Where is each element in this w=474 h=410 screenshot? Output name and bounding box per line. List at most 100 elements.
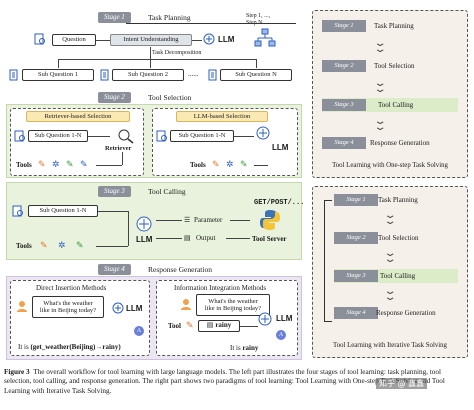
right1-stage4-label: Response Generation [370, 139, 430, 147]
direct-frame [10, 280, 150, 356]
rainy-value: rainy [215, 321, 232, 330]
sub-question-2: Sub Question 2 [112, 69, 184, 81]
wrench-icon: ✎ [80, 159, 88, 169]
right2-stage1-tag: Stage 1 [334, 194, 378, 206]
right2-stage4-tag: Stage 4 [334, 307, 378, 319]
tool-server-label: Tool Server [252, 235, 287, 243]
output-label: Output [196, 234, 216, 242]
info-answer: It is rainy [230, 344, 258, 352]
search-doc-icon [14, 130, 26, 142]
right2-stage3-label: Tool Calling [380, 272, 416, 280]
stage2-tag: Stage 2 [98, 92, 131, 103]
hierarchy-icon [254, 28, 276, 48]
iterative-title: Tool Learning with Iterative Task Solvin… [333, 342, 447, 349]
arrow [156, 220, 182, 221]
watermark: 知乎 @ 鑫鑫 [376, 378, 428, 389]
user-icon [180, 298, 192, 310]
tool-label: Tool [168, 322, 181, 330]
arrow [240, 326, 258, 327]
brain-icon [136, 216, 152, 232]
calling-sub-question: Sub Question 1-N [28, 205, 98, 217]
chevron-down-icon: ⌄ [383, 286, 397, 297]
sub-doc-icon [100, 69, 110, 81]
output-icon: ▤ [184, 234, 191, 242]
brain-icon [112, 302, 124, 314]
right2-stage2-tag: Stage 2 [334, 232, 378, 244]
wrench-icon: ✎ [240, 159, 248, 169]
llm-sub-question: Sub Question 1-N [170, 130, 234, 142]
right2-stage2-label: Tool Selection [378, 234, 419, 242]
info-head: Information Integration Methods [174, 284, 267, 292]
stage1-title: Task Planning [148, 13, 191, 22]
retriever-sub-question: Sub Question 1-N [28, 130, 88, 142]
arrow-v [122, 152, 123, 165]
dots: ...... [188, 70, 199, 78]
sub-doc-icon [208, 69, 218, 81]
wrench-icon: ✎ [40, 240, 48, 250]
avatar: A [276, 330, 286, 340]
stage3-title: Tool Calling [148, 187, 186, 196]
gear-icon: ✲ [226, 159, 234, 169]
info-question: What's the weather like in Beijing today… [196, 294, 270, 316]
sub-doc-icon [9, 69, 19, 81]
arrow [192, 40, 202, 41]
arrow [230, 220, 250, 221]
info-answer-bold: rainy [242, 344, 259, 352]
python-icon [258, 208, 282, 232]
info-frame [156, 280, 298, 356]
chevron-down-icon: ⌄ [373, 116, 387, 127]
split-down-1 [58, 59, 59, 68]
chevron-down-icon: ⌄ [383, 248, 397, 259]
arrow [96, 40, 110, 41]
sub-question-1: Sub Question 1 [22, 69, 94, 81]
steps-note: Step 1, ..., Step N [246, 13, 271, 26]
retriever-label: Retriever [105, 145, 132, 152]
gear-icon: ✲ [52, 159, 60, 169]
rainy-box: ▤rainy [198, 320, 240, 332]
arrow [234, 136, 254, 137]
question-doc-icon [34, 33, 46, 45]
info-answer-prefix: It is [230, 344, 243, 352]
arrow-v [128, 211, 129, 246]
stage1-tag: Stage 1 [98, 12, 131, 23]
question-box: Question [52, 34, 96, 46]
chevron-down-icon: ⌄ [383, 292, 397, 303]
chevron-down-icon: ⌄ [373, 78, 387, 89]
arrow [226, 238, 250, 239]
stage3-tag: Stage 3 [98, 186, 131, 197]
direct-answer: It is (get_weather(Beijing)→rainy) [18, 343, 121, 351]
split-down-2 [150, 59, 151, 68]
split-line [58, 59, 256, 60]
brain-icon [258, 312, 272, 326]
calling-panel [6, 182, 302, 260]
llm-label: LLM [276, 314, 293, 323]
right1-stage4-tag: Stage 4 [322, 137, 366, 149]
split-line-v [150, 47, 151, 59]
right1-stage3-tag: Stage 3 [322, 99, 366, 111]
llm-label: LLM [126, 304, 143, 313]
wrench-icon: ✎ [212, 159, 220, 169]
arrow [254, 165, 268, 166]
one-step-title: Tool Learning with One-step Task Solving [332, 162, 448, 169]
direct-question: What's the weather like in Beijing today… [32, 296, 104, 318]
chevron-down-icon: ⌄ [373, 84, 387, 95]
llm-label: LLM [272, 143, 289, 152]
chevron-down-icon: ⌄ [373, 44, 387, 55]
avatar: A [134, 326, 144, 336]
stage2-title: Tool Selection [148, 93, 192, 102]
arrow [88, 136, 110, 137]
user-icon [16, 300, 28, 312]
retriever-icon [112, 128, 136, 144]
arrow [96, 165, 122, 166]
right1-stage1-tag: Stage 1 [322, 20, 366, 32]
arrow [98, 211, 128, 212]
parameter-label: Parameter [194, 216, 223, 224]
direct-answer-prefix: It is [18, 343, 31, 351]
llm-select-head: LLM-based Selection [176, 111, 268, 122]
stage4-title: Response Generation [148, 265, 212, 274]
brain-icon [256, 126, 270, 140]
chevron-down-icon: ⌄ [373, 38, 387, 49]
arrow [96, 246, 128, 247]
tools-label: Tools [16, 242, 32, 250]
right2-stage1-label: Task Planning [378, 196, 418, 204]
